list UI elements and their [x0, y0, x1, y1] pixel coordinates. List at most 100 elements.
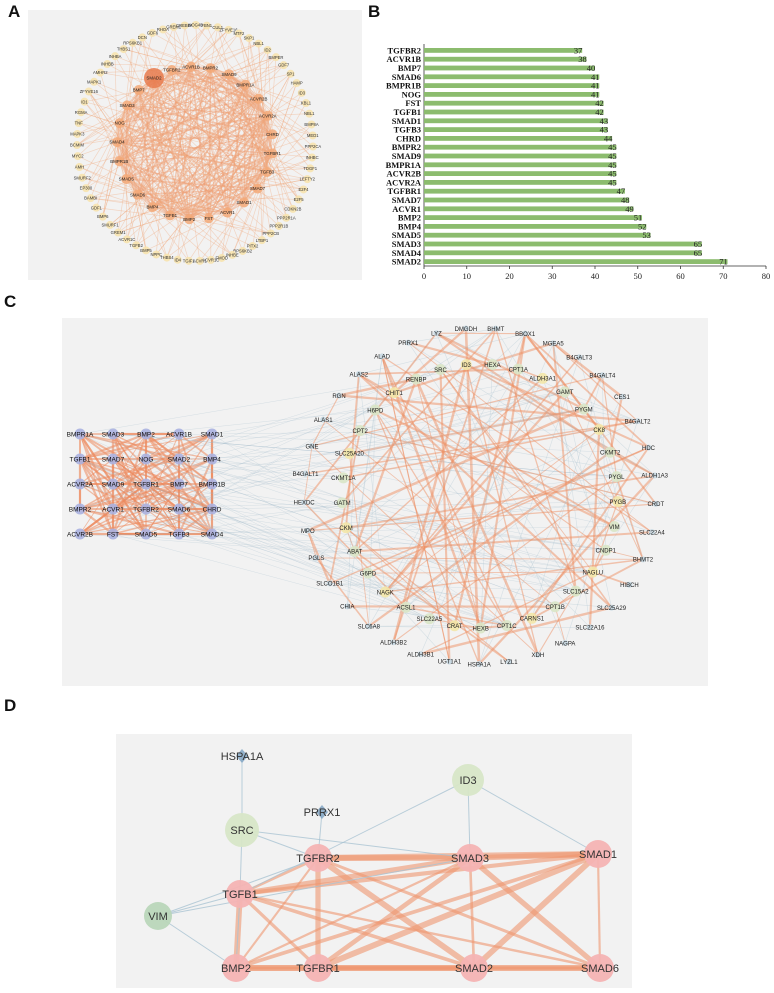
panel-a-node-label: GDF1 [91, 205, 103, 210]
panel-c-inner-label: NAGLU [582, 570, 603, 576]
panel-a-node-label: NBL1 [304, 111, 315, 116]
panel-c-ring-label: CHIA [340, 605, 354, 611]
bar [424, 206, 633, 211]
panel-c-inner-label: CPT1C [497, 624, 517, 630]
bar [424, 215, 642, 220]
panel-a-node-label: BMPR1B [110, 159, 128, 164]
panel-a-node-label: DCN [138, 35, 147, 40]
panel-c-ring-label: BBOX1 [515, 332, 536, 338]
panel-a-node-label: EP300 [80, 186, 93, 191]
panel-c-inner-label: SLC22A5 [416, 617, 442, 623]
panel-a-node-label: MED1 [307, 133, 319, 138]
panel-a-node-label: MYC2 [72, 154, 84, 159]
value-label: 53 [642, 230, 651, 240]
panel-a-node-label: NPPC [150, 252, 162, 257]
bar [424, 48, 582, 53]
panel-c-inner-label: GATM [334, 501, 351, 507]
panel-a-node-label: E2F4 [298, 187, 309, 192]
panel-c-inner-label: CKMT2 [600, 451, 621, 457]
panel-c-grid-label: FST [107, 532, 119, 539]
panel-c-ring-label: CRDT [647, 502, 664, 508]
panel-c-ring-label: XDH [532, 653, 545, 659]
panel-c-ring-label: GNE [305, 444, 318, 450]
panel-c-grid-label: SMAD4 [201, 532, 224, 539]
panel-a-node-label: HAMP [291, 81, 303, 86]
bar [424, 189, 625, 194]
x-tick-label: 20 [505, 271, 514, 281]
panel-a-node-label: ACVR1C [118, 237, 135, 242]
panel-c-ring-label: NAGPA [555, 641, 576, 647]
panel-c-inner-label: H6PD [367, 408, 384, 414]
panel-a-node-label: SMAD9 [221, 72, 237, 77]
panel-a-node-label: ACVR1B [182, 64, 200, 69]
panel-c-ring-label: B4GALT2 [625, 419, 652, 425]
panel-c-inner-label: ID3 [462, 363, 472, 369]
panel-a-node-label: MAPK1 [87, 79, 102, 84]
x-tick-label: 70 [719, 271, 728, 281]
panel-a-node-label: GDF7 [278, 63, 290, 68]
panel-a-node-label: PPP2R1A [277, 215, 296, 220]
panel-d-edge [242, 830, 470, 858]
x-tick-label: 0 [422, 271, 426, 281]
panel-c-ring-label: HSPA1A [468, 662, 491, 668]
panel-c-grid-label: ACVR1B [166, 432, 192, 439]
panel-c-inner-label: CKMT1A [331, 476, 355, 482]
panel-a-node-label: KBL1 [301, 101, 312, 106]
panel-a-node-label: BMP7 [133, 88, 146, 93]
bar [424, 259, 728, 264]
panel-d-label-tgfbr2: TGFBR2 [296, 853, 339, 865]
panel-d-label-id3: ID3 [459, 775, 476, 787]
panel-a-node-label: BMP4 [146, 205, 159, 210]
panel-c-inner-label: CNDP1 [596, 549, 617, 555]
panel-c-ring-label: B4GALT1 [293, 472, 320, 478]
panel-c-ring-label: SLC22A4 [639, 530, 665, 536]
bar [424, 66, 595, 71]
panel-c-edge [606, 475, 655, 550]
bar [424, 180, 616, 185]
bar [424, 57, 586, 62]
panel-a-node-label: NOG4B [188, 23, 203, 28]
panel-c-grid-label: BMPR1B [199, 482, 226, 489]
panel-d-label-bmp2: BMP2 [221, 963, 251, 975]
panel-a-node-label: ID2 [264, 48, 271, 53]
panel-c-edge [80, 370, 440, 484]
panel-a-node-label: SMAD6 [130, 192, 146, 197]
panel-c-ring-label: BHMT [487, 327, 504, 333]
bar [424, 101, 604, 106]
panel-c-inner-label: RENBP [406, 377, 427, 383]
panel-c-grid-label: ACVR2B [67, 532, 93, 539]
panel-a-node-label: THBS1 [117, 47, 131, 52]
panel-a-node-label: INHBE [226, 253, 239, 258]
panel-c-inner-label: HEXB [472, 626, 488, 632]
panel-c-ring-label: ALDH1A3 [641, 474, 668, 480]
panel-a-node-label: SMAD2 [146, 76, 162, 81]
panel-c-grid-label: SMAD9 [102, 482, 125, 489]
panel-d-label-hspa1a: HSPA1A [221, 751, 264, 763]
panel-a-node-label: BAMBI [84, 196, 97, 201]
panel-a-node-label: INHBC [306, 155, 319, 160]
panel-a-node-label: NOG [115, 121, 126, 126]
panel-c-grid-label: TGFB3 [169, 532, 190, 539]
panel-c-inner-label: CHIT1 [386, 391, 404, 397]
panel-c-inner-label: ALDH3A1 [529, 377, 556, 383]
panel-c-grid-label: SMAD5 [135, 532, 158, 539]
bar [424, 224, 646, 229]
panel-c-grid-label: SMAD2 [168, 457, 191, 464]
panel-a-node-label: ACVR2A [259, 113, 277, 118]
bar [424, 127, 608, 132]
bar [424, 233, 651, 238]
panel-c-grid-label: TGFB1 [70, 457, 91, 464]
panel-a-node-label: PPP2CB [262, 231, 279, 236]
bar [424, 171, 616, 176]
panel-a-node-label: SMAD4 [109, 140, 125, 145]
panel-a-node-label: TGFB2 [129, 243, 143, 248]
bar [424, 118, 608, 123]
value-label: 65 [694, 248, 703, 258]
panel-d-edge [598, 854, 600, 968]
panel-c-inner-label: ABAT [347, 550, 363, 556]
panel-c-inner-label: HEXA [484, 363, 500, 369]
panel-a-node-label: CHRD [266, 132, 279, 137]
